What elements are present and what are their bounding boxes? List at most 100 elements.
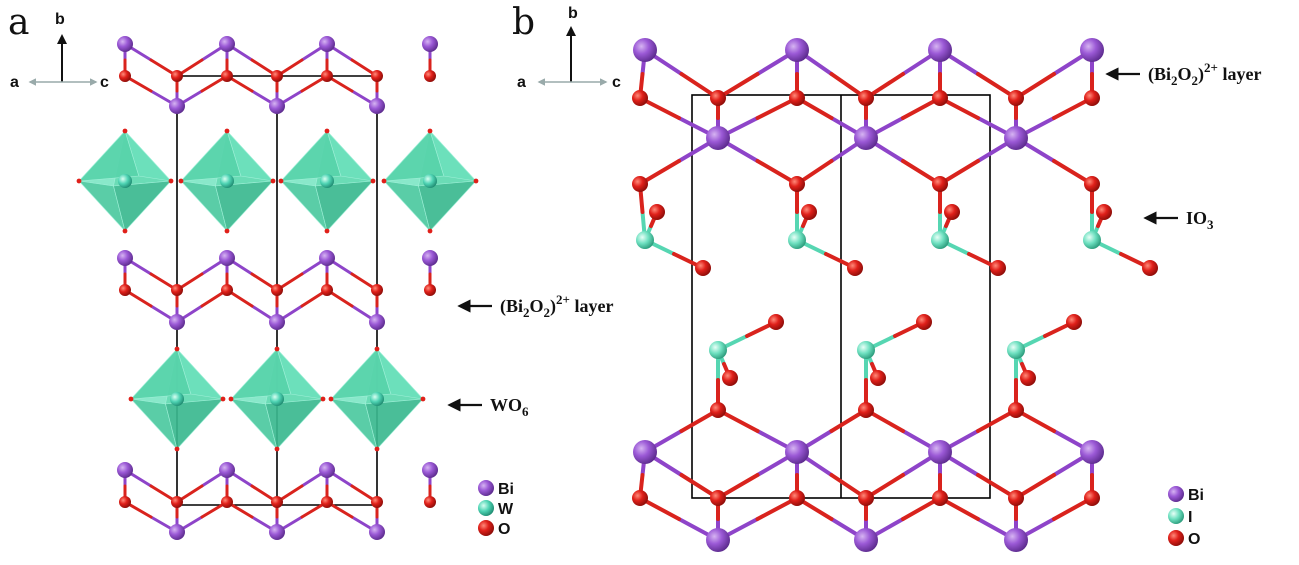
oxygen-atom (1142, 260, 1158, 276)
oxygen-atom (1066, 314, 1082, 330)
oxygen-atom (632, 176, 648, 192)
oxygen-atom (649, 204, 665, 220)
tungsten-atom (270, 392, 284, 406)
oxygen-atom (122, 128, 128, 134)
oxygen-atom (801, 204, 817, 220)
iodine-atom (636, 231, 654, 249)
bismuth-atom (422, 462, 438, 478)
oxygen-atom (271, 70, 283, 82)
oxygen-atom (1008, 402, 1024, 418)
panel-a: a b a c (Bi2O2)2+ layer WO6 (8, 2, 613, 540)
oxygen-atom (221, 70, 233, 82)
bismuth-atom (369, 98, 385, 114)
oxygen-atom (370, 178, 376, 184)
oxygen-atom (270, 178, 276, 184)
oxygen-atom (321, 496, 333, 508)
octahedron-face (215, 180, 274, 232)
oxygen-atom (374, 346, 380, 352)
oxygen-atom (220, 396, 226, 402)
oxygen-atom (321, 284, 333, 296)
legend-bi-swatch (1168, 486, 1184, 502)
legend-i-label: I (1188, 509, 1192, 526)
oxygen-atom (847, 260, 863, 276)
oxygen-atom (324, 228, 330, 234)
octahedron-face (130, 348, 192, 400)
oxygen-atom (224, 228, 230, 234)
oxygen-atom (932, 490, 948, 506)
octahedron-face (330, 348, 392, 400)
oxygen-atom (1084, 490, 1100, 506)
legend-o-swatch (1168, 530, 1184, 546)
bismuth-atom (854, 528, 878, 552)
bismuth-atom (219, 462, 235, 478)
bismuth-atom (169, 524, 185, 540)
oxygen-atom (424, 70, 436, 82)
oxygen-atom (932, 176, 948, 192)
bi2o2-layer-label: (Bi2O2)2+ layer (1148, 60, 1261, 88)
panel-b-axes-indicator: b a c (517, 5, 621, 91)
oxygen-atom (119, 496, 131, 508)
bismuth-atom (269, 98, 285, 114)
iodine-atom (709, 341, 727, 359)
a-axis-label: a (10, 74, 19, 91)
bismuth-atom (1004, 528, 1028, 552)
bismuth-atom (319, 250, 335, 266)
panel-b-letter: b (512, 2, 535, 43)
iodine-atom (857, 341, 875, 359)
io3-label: IO3 (1186, 208, 1214, 232)
b-axis-label: b (55, 11, 65, 28)
oxygen-atom (119, 284, 131, 296)
tungsten-atom (423, 174, 437, 188)
bismuth-atom (319, 36, 335, 52)
bismuth-atom (928, 38, 952, 62)
oxygen-atom (1008, 90, 1024, 106)
oxygen-atom (271, 496, 283, 508)
bismuth-atom (785, 440, 809, 464)
bismuth-atom (706, 126, 730, 150)
iodine-atom (1083, 231, 1101, 249)
legend-w-label: W (498, 501, 514, 518)
a-axis-label: a (517, 74, 526, 91)
oxygen-atom (371, 496, 383, 508)
oxygen-atom (632, 90, 648, 106)
bismuth-atom (269, 524, 285, 540)
oxygen-atom (916, 314, 932, 330)
octahedron-face (418, 180, 477, 232)
bismuth-atom (117, 250, 133, 266)
oxygen-atom (710, 490, 726, 506)
wo6-label: WO6 (490, 395, 529, 419)
bismuth-atom (369, 524, 385, 540)
oxygen-atom (168, 178, 174, 184)
oxygen-atom (858, 490, 874, 506)
oxygen-atom (858, 90, 874, 106)
panel-a-wo6-octahedra (78, 129, 477, 450)
bismuth-atom (219, 36, 235, 52)
oxygen-atom (990, 260, 1006, 276)
oxygen-atom (710, 402, 726, 418)
panel-b-layer-annotation: (Bi2O2)2+ layer (1105, 60, 1261, 88)
oxygen-atom (424, 284, 436, 296)
oxygen-atom (1020, 370, 1036, 386)
oxygen-atom (171, 70, 183, 82)
oxygen-atom (228, 396, 234, 402)
octahedron-face (180, 130, 242, 182)
bismuth-atom (633, 440, 657, 464)
tungsten-atom (118, 174, 132, 188)
octahedron-face (165, 398, 224, 450)
octahedron-face (113, 180, 172, 232)
oxygen-atom (695, 260, 711, 276)
b-axis-label: b (568, 5, 578, 22)
oxygen-atom (381, 178, 387, 184)
octahedron-face (383, 130, 445, 182)
oxygen-atom (174, 446, 180, 452)
bismuth-atom (785, 38, 809, 62)
tungsten-atom (220, 174, 234, 188)
iodine-atom (1007, 341, 1025, 359)
legend-bi-label: Bi (498, 481, 514, 498)
oxygen-atom (221, 496, 233, 508)
oxygen-atom (427, 228, 433, 234)
c-axis-label: c (100, 74, 109, 91)
legend-o-label: O (498, 521, 510, 538)
